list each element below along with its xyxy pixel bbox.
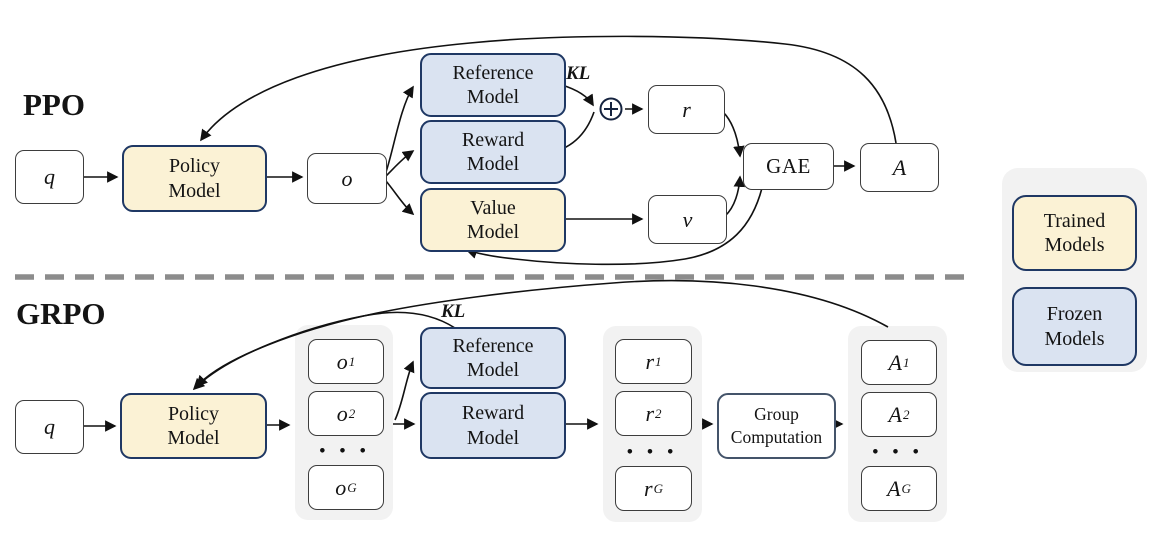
ppo-o-to-reward-arrow	[385, 150, 415, 177]
ppo-reference-model-box: Reference Model	[420, 53, 566, 117]
ppo-reference-model-label-line1: Reference	[452, 61, 534, 84]
legend-frozen-label-line2: Models	[1044, 327, 1105, 350]
ppo-o-to-value-arrow	[385, 180, 415, 216]
ppo-advantage-node: A	[860, 143, 939, 192]
legend-trained-models-box: Trained Models	[1012, 195, 1137, 271]
grpo-output-2-base: o	[336, 400, 348, 426]
grpo-reward-1-base: r	[645, 348, 655, 374]
ppo-value-model-box: Value Model	[420, 188, 566, 252]
grpo-output-g-base: o	[335, 474, 347, 500]
grpo-reference-model-label-line1: Reference	[452, 334, 534, 357]
ppo-policy-model-box: Policy Model	[122, 145, 267, 212]
grpo-reward-g-base: r	[644, 475, 653, 501]
ppo-kl-label: KL	[566, 63, 591, 84]
grpo-policy-model-label-line1: Policy	[167, 402, 220, 425]
ppo-section-label: PPO	[23, 87, 85, 122]
ppo-value-node: v	[648, 195, 727, 244]
grpo-output-1-base: o	[336, 348, 348, 374]
ppo-value-model-label-line1: Value	[470, 196, 516, 219]
grpo-section-label: GRPO	[16, 296, 106, 331]
ppo-reward-node: r	[648, 85, 725, 134]
ppo-reward-model-label-line1: Reward	[461, 128, 525, 151]
grpo-rewards-ellipsis: • • •	[626, 442, 679, 461]
ppo-gae-box: GAE	[743, 143, 834, 190]
ppo-reference-model-label-line2: Model	[466, 86, 520, 108]
grpo-policy-model-box: Policy Model	[120, 393, 267, 459]
grpo-reward-model-label-line2: Model	[466, 426, 520, 449]
plus-circle-icon	[599, 97, 623, 121]
grpo-group-computation-label-line1: Group	[754, 404, 799, 425]
grpo-advantages-ellipsis: • • •	[872, 442, 924, 461]
ppo-value-model-label-line2: Model	[466, 221, 520, 243]
grpo-group-computation-label-line2: Computation	[730, 427, 823, 447]
grpo-reward-2-base: r	[645, 400, 655, 426]
grpo-group-computation-box: Group Computation	[717, 393, 836, 459]
grpo-advantage-2-base: A	[888, 401, 902, 427]
legend-frozen-label-line1: Frozen	[1046, 303, 1103, 326]
ppo-reward-model-label-line2: Model	[466, 153, 520, 175]
ppo-reference-to-kl-merge-arrow	[561, 84, 594, 107]
grpo-reference-model-box: Reference Model	[420, 327, 566, 389]
grpo-advantage-1-base: A	[888, 349, 902, 375]
ppo-policy-model-label-line2: Model	[168, 179, 221, 202]
ppo-reward-model-box: Reward Model	[420, 120, 566, 184]
grpo-reward-model-label-line1: Reward	[461, 402, 525, 425]
grpo-policy-model-label-line2: Model	[167, 427, 220, 449]
ppo-o-to-reference-arrow	[385, 85, 414, 173]
grpo-reward-model-box: Reward Model	[420, 392, 566, 459]
ppo-r-to-gae-arrow	[722, 111, 745, 158]
legend-trained-label-line2: Models	[1044, 234, 1105, 256]
grpo-query-node: q	[15, 400, 84, 454]
grpo-outputs-ellipsis: • • •	[319, 441, 371, 460]
grpo-outputs-to-reference-arrow	[394, 360, 415, 421]
ppo-query-node: q	[15, 150, 84, 204]
grpo-advantage-g-base: A	[887, 475, 901, 501]
legend-trained-label-line1: Trained	[1043, 209, 1106, 232]
ppo-v-to-gae-arrow	[724, 175, 746, 217]
legend-frozen-models-box: Frozen Models	[1012, 287, 1137, 366]
grpo-kl-label: KL	[441, 301, 466, 322]
ppo-reward-to-kl-merge	[561, 111, 595, 150]
ppo-policy-model-label-line1: Policy	[168, 155, 221, 178]
ppo-output-node: o	[307, 153, 387, 204]
grpo-reference-model-label-line2: Model	[466, 359, 520, 381]
